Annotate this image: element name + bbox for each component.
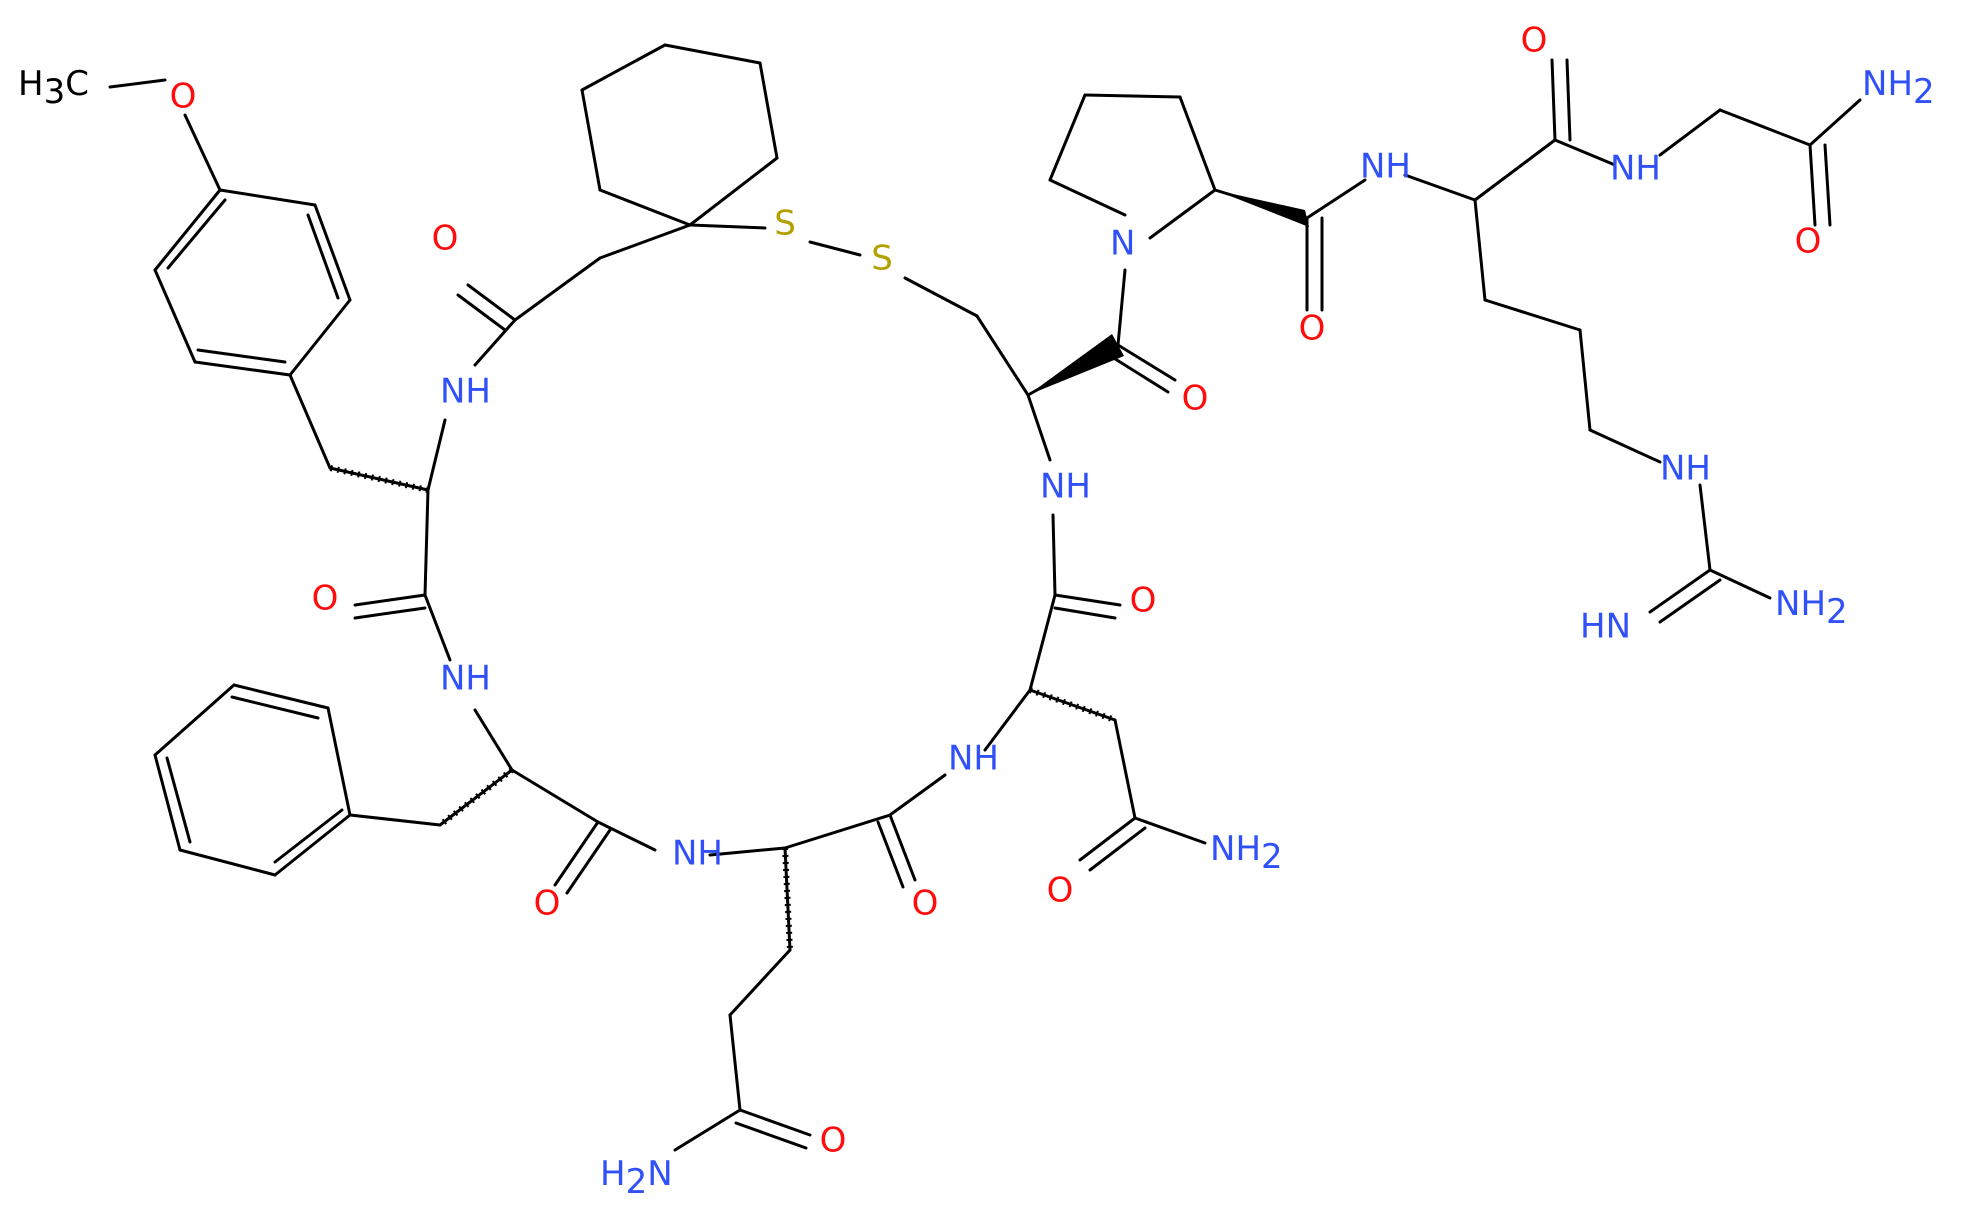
hash-tyr — [329, 465, 429, 493]
atom-nh2-asn: NH2 — [1210, 829, 1283, 877]
atom-nh-tyr: NH — [440, 372, 491, 412]
atom-o-mpa: O — [432, 219, 459, 259]
atom-o-asn-ring: O — [1130, 581, 1157, 621]
atom-s1: S — [774, 204, 796, 244]
atom-o-gln: O — [912, 884, 939, 924]
atom-nh2-guan: NH2 — [1775, 584, 1848, 632]
atom-o-gln-side: O — [820, 1121, 847, 1161]
atom-nh-phe: NH — [440, 659, 491, 699]
atom-o-gly-amide: O — [1795, 222, 1822, 262]
atom-o-cys: O — [1182, 379, 1209, 419]
atom-nh-cys: NH — [1040, 467, 1091, 507]
hash-arg — [1474, 138, 1556, 202]
atom-hn-imine: HN — [1580, 607, 1631, 647]
hash-phe — [438, 767, 514, 828]
atom-nh2-gly: NH2 — [1862, 64, 1935, 112]
hash-gln — [782, 847, 793, 951]
atom-o-tyr: O — [312, 579, 339, 619]
atom-o-asn: O — [1047, 871, 1074, 911]
atom-nh-arg: NH — [1360, 147, 1411, 187]
stereo-wedges — [329, 138, 1556, 951]
hash-asn — [1029, 687, 1116, 723]
atom-s2: S — [871, 239, 893, 279]
atom-nh-gln: NH — [672, 834, 723, 874]
atom-o-arg: O — [1521, 21, 1548, 61]
wedge-pro — [1215, 190, 1309, 227]
atom-nh-gly: NH — [1610, 149, 1661, 189]
atom-h3c: H3C — [18, 64, 89, 112]
atom-nh-asn: NH — [948, 739, 999, 779]
atom-nh-guan: NH — [1660, 449, 1711, 489]
bond-lines — [108, 43, 1862, 1152]
atom-o-pro: O — [1299, 309, 1326, 349]
atom-labels: O NH2 NH O NH N O O NH S S H3C O O NH O … — [18, 21, 1935, 1202]
atom-n-pro: N — [1110, 224, 1135, 264]
atom-o-phe: O — [534, 884, 561, 924]
atom-h2n-gln: H2N — [600, 1154, 673, 1202]
wedge-cys — [1028, 334, 1124, 395]
atom-o-methoxy: O — [170, 77, 197, 117]
